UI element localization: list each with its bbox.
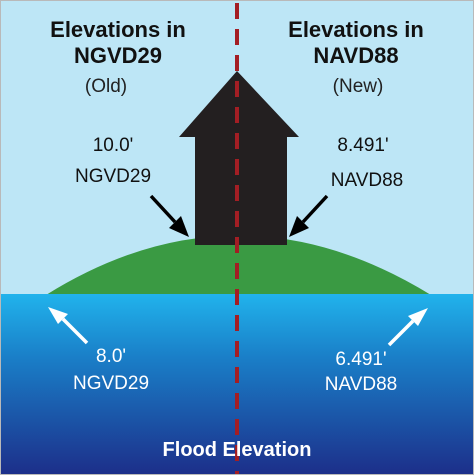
right-subtitle: (New) <box>332 76 384 97</box>
right-house-datum: NAVD88 <box>330 170 404 191</box>
left-flood-elevation: 8.0' <box>95 346 127 367</box>
left-flood-arrow-icon <box>48 307 89 345</box>
right-flood-datum: NAVD88 <box>324 374 398 395</box>
left-house-datum: NGVD29 <box>74 166 152 187</box>
right-title-line1: Elevations in <box>288 17 424 42</box>
left-title-line2: NGVD29 <box>73 43 163 68</box>
left-title-line1: Elevations in <box>50 17 186 42</box>
right-house-arrow-icon <box>289 194 329 237</box>
right-house-elevation: 8.491' <box>337 135 389 156</box>
left-house-elevation: 10.0' <box>92 135 134 156</box>
right-title-line2: NAVD88 <box>313 43 399 68</box>
footer-label: Flood Elevation <box>162 439 312 461</box>
right-flood-arrow-icon <box>387 308 428 347</box>
house-icon <box>179 71 299 245</box>
right-flood-elevation: 6.491' <box>335 349 387 370</box>
left-house-arrow-icon <box>149 194 189 237</box>
left-flood-datum: NGVD29 <box>72 373 150 394</box>
left-subtitle: (Old) <box>84 76 128 97</box>
